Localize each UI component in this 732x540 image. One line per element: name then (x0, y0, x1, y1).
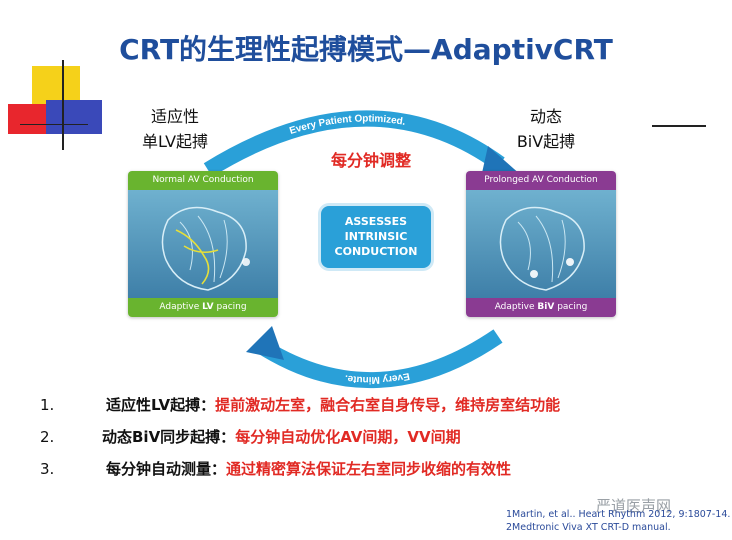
footer-mode: LV (202, 302, 214, 312)
right-mode-line-2: BiV起搏 (516, 132, 576, 151)
references: 1Martin, et al.. Heart Rhythm 2012, 9:18… (506, 508, 730, 534)
footer-suffix: pacing (216, 302, 247, 312)
heart-icon (499, 206, 585, 291)
bottom-arrowhead-icon (246, 326, 284, 360)
left-mode-label: 适应性 单LV起搏 (134, 104, 216, 154)
heart-icon (161, 206, 250, 291)
page-title: CRT的生理性起搏模式—AdaptivCRT (119, 33, 613, 66)
list-description: 通过精密算法保证左右室同步收缩的有效性 (226, 460, 512, 478)
normal-av-conduction-panel: Normal AV Conduction Adaptive LV pacing (128, 171, 278, 317)
list-text: 每分钟自动测量：通过精密算法保证左右室同步收缩的有效性 (106, 458, 511, 480)
footer-prefix: Adaptive (494, 302, 535, 312)
decorative-vertical-line (62, 60, 64, 150)
reference-1: 1Martin, et al.. Heart Rhythm 2012, 9:18… (506, 509, 731, 520)
left-mode-line-2: 单LV起搏 (141, 132, 209, 151)
center-box-line-1: ASSESSES (344, 215, 408, 228)
list-label: 动态BiV同步起搏： (102, 428, 236, 446)
right-mode-label: 动态 BiV起搏 (506, 104, 586, 154)
assesses-intrinsic-conduction-box: ASSESSES INTRINSIC CONDUCTION (321, 206, 431, 268)
prolonged-av-conduction-panel: Prolonged AV Conduction Adaptive BiV pac… (466, 171, 616, 317)
heart-image (466, 190, 616, 298)
center-box-line-3: CONDUCTION (334, 245, 418, 258)
list-text: 适应性LV起搏：提前激动左室，融合右室自身传导，维持房室结功能 (106, 394, 560, 416)
decorative-right-line (652, 125, 706, 127)
left-mode-line-1: 适应性 (150, 107, 199, 126)
right-mode-line-1: 动态 (529, 107, 562, 126)
watermark-logo: 严道医声网 (596, 497, 672, 515)
list-text: 动态BiV同步起搏：每分钟自动优化AV间期，VV间期 (102, 426, 461, 448)
center-box-line-2: INTRINSIC (344, 230, 408, 243)
bottom-cycle-arrow (253, 329, 503, 389)
list-label: 适应性LV起搏： (106, 396, 216, 414)
panel-footer: Adaptive LV pacing (128, 298, 278, 317)
heart-image (128, 190, 278, 298)
decorative-horizontal-line (20, 124, 88, 125)
panel-header: Normal AV Conduction (128, 171, 278, 190)
list-description: 提前激动左室，融合右室自身传导，维持房室结功能 (215, 396, 561, 414)
top-cycle-arrow (203, 110, 505, 177)
list-description: 每分钟自动优化AV间期，VV间期 (235, 428, 461, 446)
list-number: 1. (40, 396, 55, 414)
footer-mode: BiV (537, 302, 555, 312)
panel-footer: Adaptive BiV pacing (466, 298, 616, 317)
list-number: 2. (40, 428, 55, 446)
adjust-every-minute-label: 每分钟调整 (330, 151, 411, 170)
footer-suffix: pacing (557, 302, 588, 312)
reference-2: 2Medtronic Viva XT CRT-D manual. (506, 522, 671, 533)
decorative-blue-block (46, 100, 102, 134)
panel-header: Prolonged AV Conduction (466, 171, 616, 190)
list-number: 3. (40, 460, 55, 478)
list-label: 每分钟自动测量： (106, 460, 227, 478)
footer-prefix: Adaptive (159, 302, 200, 312)
